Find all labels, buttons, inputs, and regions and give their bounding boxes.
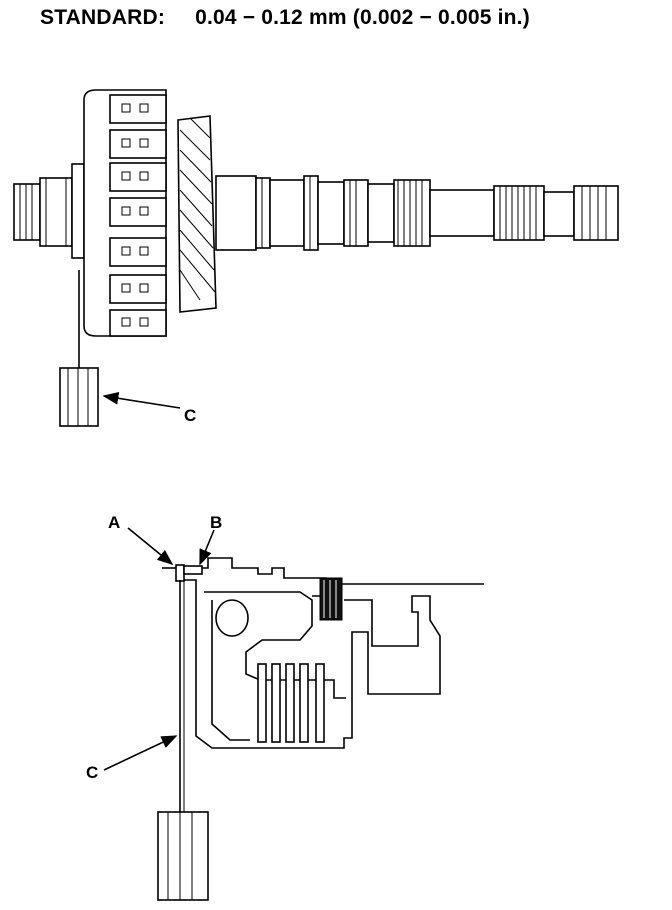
left-shaft-collar	[39, 177, 73, 247]
clearance-spec: 0.04 − 0.12 mm (0.002 − 0.005 in.)	[195, 6, 530, 29]
piston-ring	[215, 599, 249, 637]
cross-section-gear	[319, 577, 343, 621]
shaft-journal	[429, 189, 495, 237]
feeler-gauge-handle-top	[59, 367, 99, 427]
callout-c-bottom: C	[86, 763, 98, 782]
leader-arrow-c-top	[102, 391, 181, 409]
leader-arrow-b	[199, 529, 215, 566]
cross-section-clutch-pack	[257, 663, 325, 743]
helical-gear	[177, 115, 217, 313]
leader-arrow-a	[127, 527, 174, 566]
right-shaft-splines	[573, 185, 619, 241]
left-shaft-hub	[71, 163, 85, 259]
shaft-assembly-illustration	[13, 89, 619, 427]
callout-c-top: C	[184, 406, 196, 425]
housing-outline	[184, 557, 327, 597]
leader-arrow-c-bottom	[103, 735, 178, 771]
standard-heading: STANDARD: 0.04 − 0.12 mm (0.002 − 0.005 i…	[40, 6, 530, 30]
left-shaft-end	[13, 183, 41, 241]
clutch-end-plate	[183, 565, 203, 575]
callout-b: B	[210, 513, 222, 532]
shaft-spline-gear	[393, 179, 431, 247]
feeler-gauge-handle-bottom	[157, 811, 209, 901]
callout-a: A	[108, 513, 120, 532]
standard-label: STANDARD:	[40, 6, 166, 29]
clutch-plates	[109, 94, 167, 337]
shaft-body	[215, 175, 257, 251]
snap-ring	[175, 564, 185, 582]
cross-section-illustration	[103, 527, 484, 901]
